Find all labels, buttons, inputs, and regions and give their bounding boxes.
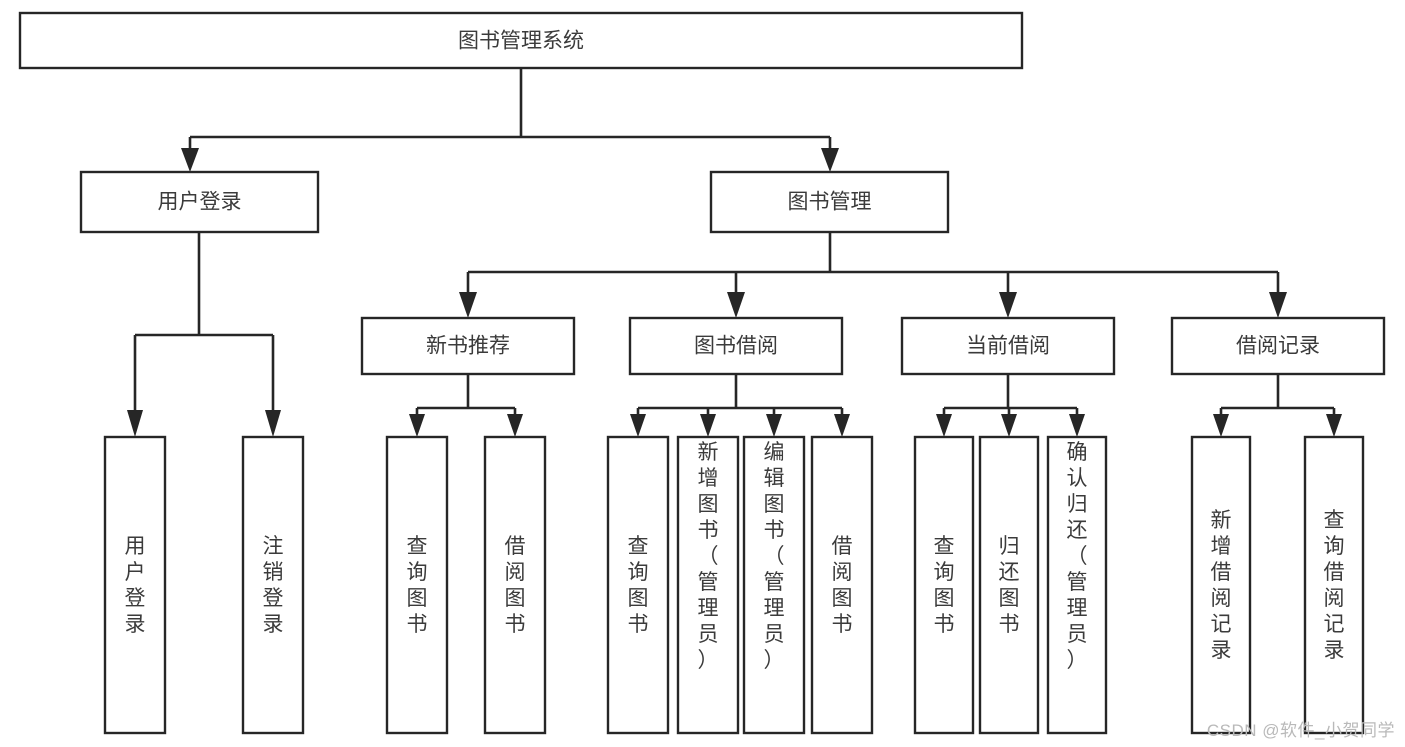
leaf-return-book-label: 归还图书 [999, 535, 1020, 636]
node-current-borrow-box[interactable] [900, 316, 1116, 376]
leaf-nodes: 用户登录 注销登录 查询图书 借阅图书 查询图书 新增图书（管理员） 编辑图书（… [103, 435, 1365, 735]
leaf-query-book-2-box[interactable] [606, 435, 670, 735]
arrow-head-new-book-recommend [459, 292, 477, 318]
arrow-head-current-borrow [999, 292, 1017, 318]
arrow-head-leaf-query-book-1 [409, 414, 425, 437]
node-user-login-label: 用户登录 [158, 191, 242, 214]
leaf-add-book-admin-label: 新增图书（管理员） [698, 441, 719, 672]
arrow-head-leaf-query-borrow-record [1326, 414, 1342, 437]
node-new-book-recommend-box[interactable] [360, 316, 576, 376]
arrow-head-leaf-borrow-book-1 [507, 414, 523, 437]
leaf-query-book-3-label: 查询图书 [934, 535, 955, 636]
arrow-head-leaf-return-book [1001, 414, 1017, 437]
node-book-manage-box[interactable] [709, 170, 950, 234]
node-layer: 图书管理系统 用户登录 图书管理 新书推荐 图书借阅 当前 [18, 11, 1386, 735]
arrow-head-leaf-borrow-book-2 [834, 414, 850, 437]
arrow-head-leaf-add-borrow-record [1213, 414, 1229, 437]
leaf-query-book-2-label: 查询图书 [628, 535, 649, 636]
node-book-manage[interactable]: 图书管理 [709, 170, 950, 234]
node-title-box[interactable] [18, 11, 1024, 70]
leaf-edit-book-admin-label: 编辑图书（管理员） [764, 441, 785, 672]
leaf-add-borrow-record-label: 新增借阅记录 [1211, 509, 1232, 662]
leaf-user-login-box[interactable] [103, 435, 167, 735]
arrow-head-leaf-query-book-3 [936, 414, 952, 437]
leaf-query-book-3-box[interactable] [913, 435, 975, 735]
node-user-login-box[interactable] [79, 170, 320, 234]
arrow-head-book-borrow [727, 292, 745, 318]
node-new-book-recommend-label: 新书推荐 [426, 335, 510, 358]
node-new-book-recommend[interactable]: 新书推荐 [360, 316, 576, 376]
leaf-edit-book-admin-box[interactable] [742, 435, 806, 735]
leaf-confirm-return-admin-label: 确认归还（管理员） [1067, 441, 1088, 672]
leaf-query-book-1-box[interactable] [385, 435, 449, 735]
arrow-head-user-login [181, 148, 199, 172]
node-book-manage-label: 图书管理 [788, 191, 872, 214]
node-current-borrow-label: 当前借阅 [966, 335, 1050, 358]
leaf-user-login-label: 用户登录 [125, 535, 146, 636]
leaf-query-borrow-record-box[interactable] [1303, 435, 1365, 735]
node-book-borrow[interactable]: 图书借阅 [628, 316, 844, 376]
node-current-borrow[interactable]: 当前借阅 [900, 316, 1116, 376]
arrow-head-borrow-record [1269, 292, 1287, 318]
arrow-head-leaf-add-book-admin [700, 414, 716, 437]
node-title[interactable]: 图书管理系统 [18, 11, 1024, 70]
leaf-borrow-book-2-label: 借阅图书 [832, 535, 853, 636]
node-user-login[interactable]: 用户登录 [79, 170, 320, 234]
node-borrow-record-box[interactable] [1170, 316, 1386, 376]
leaf-borrow-book-2-box[interactable] [810, 435, 874, 735]
leaf-borrow-book-1-label: 借阅图书 [505, 535, 526, 636]
leaf-borrow-book-1-box[interactable] [483, 435, 547, 735]
connector-layer [127, 68, 1342, 437]
node-borrow-record-label: 借阅记录 [1236, 335, 1320, 358]
node-book-borrow-label: 图书借阅 [694, 335, 778, 358]
leaf-logout-login-label: 注销登录 [263, 535, 284, 636]
arrow-head-book-manage [821, 148, 839, 172]
arrow-head-leaf-logout-login [265, 410, 281, 437]
leaf-logout-login-box[interactable] [241, 435, 305, 735]
node-book-borrow-box[interactable] [628, 316, 844, 376]
csdn-watermark: CSDN @软件_小贺同学 [1206, 721, 1395, 740]
arrow-head-leaf-edit-book-admin [766, 414, 782, 437]
leaf-add-book-admin-box[interactable] [676, 435, 740, 735]
leaf-confirm-return-admin-box[interactable] [1046, 435, 1108, 735]
node-title-label: 图书管理系统 [458, 30, 584, 53]
leaf-return-book-box[interactable] [978, 435, 1040, 735]
leaf-query-borrow-record-label: 查询借阅记录 [1324, 509, 1345, 662]
leaf-add-borrow-record-box[interactable] [1190, 435, 1252, 735]
leaf-query-book-1-label: 查询图书 [407, 535, 428, 636]
arrow-head-leaf-query-book-2 [630, 414, 646, 437]
arrow-head-leaf-user-login [127, 410, 143, 437]
arrow-head-leaf-confirm-return-admin [1069, 414, 1085, 437]
node-borrow-record[interactable]: 借阅记录 [1170, 316, 1386, 376]
